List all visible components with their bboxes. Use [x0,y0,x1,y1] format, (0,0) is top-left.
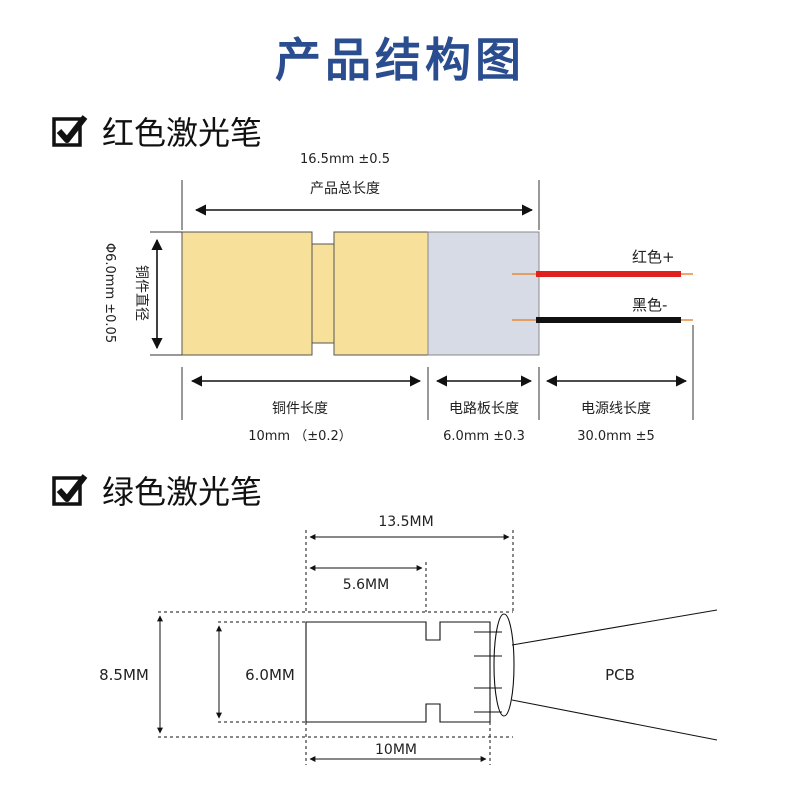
pcb-board [427,231,540,356]
dim-10-label: 10MM [375,742,417,758]
diameter-label: 铜件直径 [133,265,150,321]
page-title: 产品结构图 [275,33,525,87]
dim-13-5-label: 13.5MM [378,514,433,530]
copper-body-left [181,231,313,356]
section-label-red: 红色激光笔 [102,114,263,152]
total-length-tolerance: 16.5mm ±0.5 [300,152,390,167]
pcb-label: PCB [605,666,635,684]
wire-red [536,271,681,277]
cable-length-label: 电源线长度 [581,401,651,417]
pcb-length-label: 电路板长度 [449,401,519,417]
checkbox-checked-icon [52,115,88,147]
copper-length-label: 铜件长度 [272,401,328,417]
section-heading-green: 绿色激光笔 [52,467,262,513]
copper-body-right [333,231,429,356]
wire-black-label: 黑色- [632,296,667,314]
pcb-end-ellipse [493,613,515,717]
wire-red-label: 红色+ [632,248,675,266]
red-laser-diagram: 16.5mm ±0.5 产品总长度 红色+ 黑色- Φ6.0mm ±0.05 铜… [102,152,694,444]
copper-length-tolerance: 10mm （±0.2） [248,429,352,444]
copper-body-neck [311,243,335,344]
wire-black [536,317,681,323]
cable-length-tolerance: 30.0mm ±5 [577,429,655,444]
dim-5-6-label: 5.6MM [343,577,389,593]
green-laser-labels: 13.5MM 5.6MM 8.5MM 6.0MM 10MM PCB [99,514,635,758]
diameter-tolerance: Φ6.0mm ±0.05 [102,243,117,343]
dim-8-5-label: 8.5MM [99,666,149,684]
section-label-green: 绿色激光笔 [102,473,263,511]
dim-6-0-label: 6.0MM [245,666,295,684]
total-length-label: 产品总长度 [310,181,380,197]
pcb-length-tolerance: 6.0mm ±0.3 [443,429,525,444]
checkbox-checked-icon [52,474,88,506]
green-laser-diagram [157,530,718,765]
green-laser-body [305,621,491,723]
section-heading-red: 红色激光笔 [52,108,262,154]
